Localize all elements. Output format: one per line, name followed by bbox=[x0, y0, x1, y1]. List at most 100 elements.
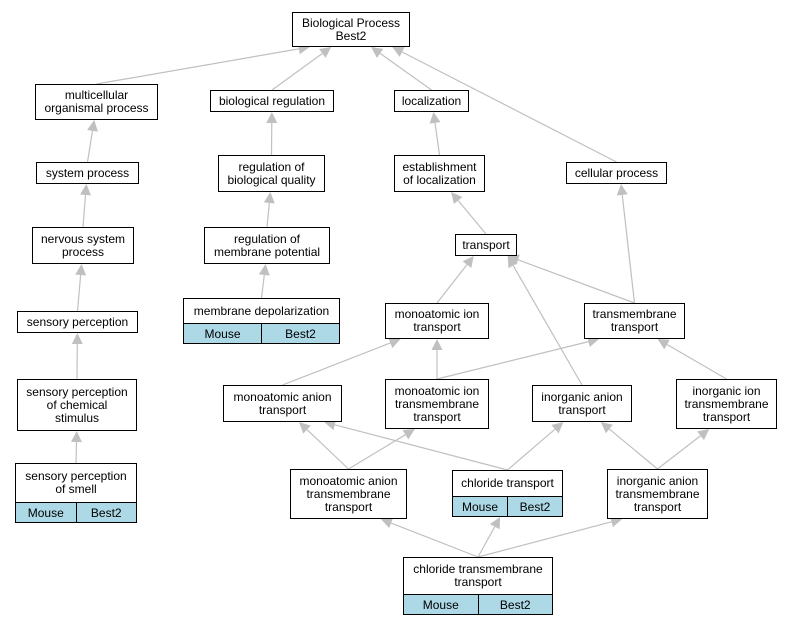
node-transport: transport bbox=[455, 234, 517, 256]
node-label: system process bbox=[45, 165, 130, 180]
edge-system-to-multicellular bbox=[86, 130, 94, 163]
edge-transmem-to-cellular bbox=[621, 194, 636, 304]
node-localization: localization bbox=[394, 90, 469, 112]
annotation-gene: Best2 bbox=[507, 497, 562, 516]
edge-nervous-to-system bbox=[82, 194, 87, 228]
arrowhead bbox=[429, 112, 441, 124]
node-inorganion: inorganic anion transport bbox=[532, 385, 632, 422]
node-establoc: establishment of localization bbox=[394, 155, 485, 192]
arrowhead bbox=[258, 264, 270, 276]
node-label: monoatomic anion transport bbox=[233, 389, 332, 417]
node-label: sensory perception bbox=[26, 314, 129, 329]
arrowhead bbox=[71, 333, 83, 345]
arrowhead bbox=[380, 517, 394, 529]
arrowhead bbox=[600, 422, 613, 434]
edge-cellular-to-root bbox=[401, 51, 617, 163]
arrowhead bbox=[87, 120, 98, 132]
node-monoaniontm: monoatomic anion transmembrane transport bbox=[290, 469, 407, 519]
node-label: inorganic anion transmembrane transport bbox=[615, 473, 700, 514]
node-label: cellular process bbox=[574, 165, 659, 180]
node-regbioqual: regulation of biological quality bbox=[218, 155, 325, 192]
node-label: membrane depolarization bbox=[193, 303, 330, 318]
edge-chloridetm-to-monoaniontm bbox=[390, 522, 479, 558]
node-multicellular: multicellular organismal process bbox=[35, 84, 158, 120]
arrowhead bbox=[402, 429, 415, 440]
node-label: establishment of localization bbox=[402, 159, 477, 187]
arrowhead bbox=[324, 419, 337, 431]
node-sensory: sensory perception bbox=[17, 311, 138, 333]
annotation-gene: Best2 bbox=[477, 595, 552, 614]
edge-chloridetm-to-chloride bbox=[477, 526, 496, 558]
arrowhead bbox=[70, 431, 82, 443]
node-label: monoatomic ion transport bbox=[394, 307, 480, 334]
node-label: inorganic anion transport bbox=[541, 389, 623, 417]
node-label: regulation of membrane potential bbox=[213, 231, 321, 259]
node-monoiontm: monoatomic ion transmembrane transport bbox=[385, 379, 489, 429]
node-inorganiontm: inorganic anion transmembrane transport bbox=[607, 469, 708, 519]
node-bioreg: biological regulation bbox=[210, 90, 334, 112]
edge-memdepol-to-regmem bbox=[260, 274, 265, 299]
node-label: transmembrane transport bbox=[592, 307, 677, 334]
node-label: chloride transport bbox=[461, 476, 554, 490]
node-label: monoatomic anion transmembrane transport bbox=[299, 473, 398, 514]
edge-transmem-to-transport bbox=[517, 259, 635, 304]
arrowhead bbox=[616, 184, 628, 196]
edge-monoanion-to-monoion bbox=[282, 342, 391, 386]
arrowhead bbox=[75, 264, 87, 276]
annotation-species: Mouse bbox=[404, 595, 478, 614]
arrowhead bbox=[371, 47, 384, 58]
edge-localization-to-root bbox=[379, 52, 432, 91]
annotation-gene: Best2 bbox=[75, 503, 136, 522]
arrowhead bbox=[263, 192, 275, 204]
arrowhead bbox=[462, 256, 474, 269]
annotation-species: Mouse bbox=[453, 497, 507, 516]
node-nervous: nervous system process bbox=[32, 227, 134, 264]
node-label: nervous system process bbox=[40, 231, 126, 259]
edge-monoaniontm-to-monoiontm bbox=[348, 434, 406, 470]
edge-transport-to-establoc bbox=[457, 200, 487, 235]
node-sensorychem: sensory perception of chemical stimulus bbox=[17, 379, 137, 431]
arrowhead bbox=[489, 517, 501, 530]
annotation-gene: Best2 bbox=[261, 324, 339, 343]
node-inorgion: inorganic ion transmembrane transport bbox=[676, 379, 777, 429]
edge-inorgion-to-transmem bbox=[666, 343, 727, 380]
edge-monoion-to-transport bbox=[436, 264, 468, 304]
arrowhead bbox=[657, 339, 670, 350]
node-monoion: monoatomic ion transport bbox=[385, 303, 489, 339]
node-regmem: regulation of membrane potential bbox=[204, 227, 330, 264]
arrowhead bbox=[80, 184, 91, 196]
arrowhead bbox=[610, 516, 623, 528]
node-label: multicellular organismal process bbox=[44, 88, 149, 115]
edge-chloride-to-monoanion bbox=[334, 424, 508, 471]
node-system: system process bbox=[36, 162, 139, 184]
node-label: chloride transmembrane transport bbox=[413, 562, 543, 589]
arrowhead bbox=[299, 422, 311, 434]
edge-monoiontm-to-transmem bbox=[436, 341, 589, 380]
node-label: monoatomic ion transmembrane transport bbox=[394, 383, 480, 424]
node-label: biological regulation bbox=[218, 93, 326, 108]
edge-inorganion-to-transport bbox=[512, 265, 583, 386]
edge-bioreg-to-root bbox=[271, 52, 323, 91]
node-label: Biological Process Best2 bbox=[301, 15, 401, 43]
node-monoanion: monoatomic anion transport bbox=[223, 385, 342, 422]
node-label: regulation of biological quality bbox=[227, 159, 316, 187]
edge-chloride-to-inorganion bbox=[507, 428, 556, 471]
node-label: inorganic ion transmembrane transport bbox=[684, 383, 769, 424]
arrowhead bbox=[697, 429, 710, 441]
edge-inorganiontm-to-inorganion bbox=[608, 428, 658, 470]
arrowhead bbox=[551, 422, 564, 434]
arrowhead bbox=[388, 337, 401, 349]
node-label: transport bbox=[462, 237, 510, 252]
edge-multicellular-to-root bbox=[96, 48, 299, 85]
edge-chloridetm-to-inorganiontm bbox=[477, 521, 612, 558]
node-transmem: transmembrane transport bbox=[584, 303, 685, 339]
